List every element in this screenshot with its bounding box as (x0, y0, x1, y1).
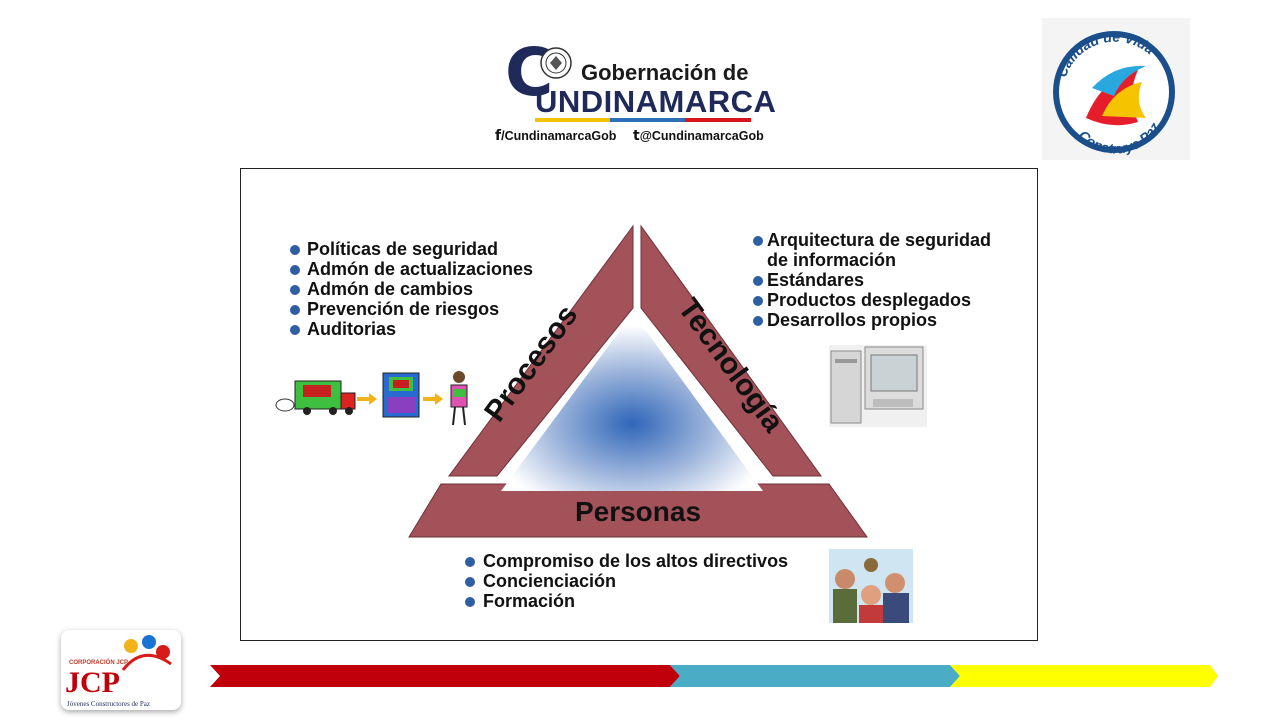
list-item: Arquitectura de seguridad (753, 230, 991, 250)
list-item: Compromiso de los altos directivos (463, 551, 788, 571)
list-item: Prevención de riesgos (289, 299, 533, 319)
bullet-icon (465, 557, 475, 567)
list-item: Productos desplegados (753, 290, 991, 310)
band-red (210, 665, 680, 687)
gob-title: Gobernación de (581, 60, 749, 85)
flag-bar-red (685, 118, 751, 122)
list-item: Desarrollos propios (753, 310, 991, 330)
coat-of-arms-icon (540, 47, 572, 79)
list-item: Admón de cambios (289, 279, 533, 299)
jcp-corp-text: CORPORACIÓN JCP (69, 660, 129, 666)
footer-color-band (210, 665, 1218, 687)
jcp-figures-icon (121, 635, 172, 671)
tecnologia-list: Arquitectura de seguridad de información… (753, 230, 991, 330)
arrow-icon (423, 393, 443, 405)
jcp-subtitle: Jóvenes Constructores de Paz (67, 700, 151, 708)
list-item: Formación (463, 591, 788, 611)
list-item: de información (767, 250, 897, 270)
bullet-icon (465, 577, 475, 587)
bullet-icon (753, 236, 763, 246)
bullet-icon (753, 296, 763, 306)
bullet-icon (290, 285, 300, 295)
security-triangle: Procesos Tecnología Personas (408, 224, 868, 538)
bullet-icon (290, 305, 300, 315)
team-people-icon (829, 549, 913, 623)
band-blue (670, 665, 960, 687)
truck-icon (275, 380, 356, 415)
list-item: Políticas de seguridad (289, 239, 533, 259)
gob-name: UNDINAMARCA (535, 84, 777, 119)
bullet-icon (290, 265, 300, 275)
bullet-icon (753, 316, 763, 326)
jcp-main-text: JCP (65, 666, 120, 699)
facebook-icon: f (495, 128, 502, 144)
flag-bar-blue (610, 118, 685, 122)
bullet-icon (290, 245, 300, 255)
computer-icon (829, 345, 927, 427)
personas-list: Compromiso de los altos directivos Conci… (463, 551, 788, 611)
twitter-icon: t (633, 128, 640, 144)
procesos-list: Políticas de seguridad Admón de actualiz… (289, 239, 533, 339)
facebook-handle[interactable]: f/CundinamarcaGob (495, 128, 617, 144)
jcp-logo: CORPORACIÓN JCP JCP Jóvenes Constructore… (61, 630, 181, 710)
process-flow-clipart (275, 371, 468, 426)
list-item: Estándares (753, 270, 991, 290)
factory-icon (382, 372, 420, 418)
flag-bar-yellow (535, 118, 610, 122)
list-item: Concienciación (463, 571, 788, 591)
twitter-handle[interactable]: t@CundinamarcaGob (633, 128, 764, 144)
procesos-band (448, 224, 634, 477)
bullet-icon (753, 276, 763, 286)
band-yellow (950, 665, 1218, 687)
bullet-icon (465, 597, 475, 607)
diagram-frame: Políticas de seguridad Admón de actualiz… (240, 168, 1038, 641)
inner-triangle (501, 313, 763, 491)
list-item: Admón de actualizaciones (289, 259, 533, 279)
list-item: Auditorias (289, 319, 533, 339)
gobernacion-logo: C Gobernación de UNDINAMARCA f/Cundinama… (495, 34, 777, 150)
person-icon (450, 371, 468, 426)
arrow-icon (357, 393, 377, 405)
calidad-de-vida-logo: Calidad de Vida Construye Paz (1042, 18, 1190, 160)
label-personas: Personas (575, 496, 701, 527)
bullet-icon (290, 325, 300, 335)
tecnologia-band (640, 224, 822, 477)
